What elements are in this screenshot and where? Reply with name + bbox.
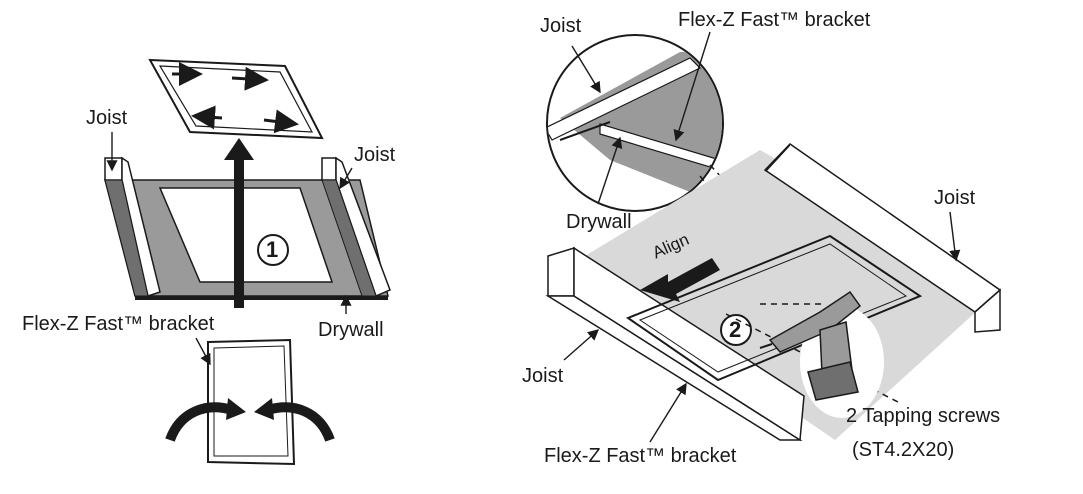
left-joist-right [321, 156, 391, 298]
right-bracket-label-bottom: Flex-Z Fast™ bracket [544, 445, 737, 467]
left-joist-label-right: Joist [354, 144, 396, 166]
right-leader-lines [563, 31, 961, 443]
right-joist-bottom [545, 246, 805, 442]
left-bracket-label: Flex-Z Fast™ bracket [22, 313, 215, 335]
left-step-number: 1 [266, 237, 279, 262]
left-drywall-label: Drywall [318, 319, 384, 341]
left-joist-label-left: Joist [86, 107, 128, 129]
right-joist-label-bottom: Joist [522, 365, 564, 387]
left-lift-arrow [224, 138, 254, 308]
left-drywall-panel [104, 179, 389, 300]
screws-label: 2 Tapping screws [846, 405, 1001, 427]
right-step-circle [720, 314, 752, 346]
left-bracket-folded [165, 338, 335, 466]
left-bracket-top [148, 58, 324, 140]
screws-spec-label: (ST4.2X20) [852, 439, 955, 461]
drill-icon [759, 290, 884, 418]
right-bracket-label-top: Flex-Z Fast™ bracket [678, 9, 871, 31]
right-joist-label-mid: Joist [934, 187, 976, 209]
right-step-number: 2 [729, 317, 742, 342]
right-drywall-area [575, 150, 1000, 440]
left-step-circle [257, 234, 289, 266]
right-joist-label-top: Joist [540, 15, 582, 37]
left-joist-left [104, 156, 161, 297]
right-drywall-label: Drywall [566, 211, 632, 233]
right-joist-top [763, 143, 1002, 333]
left-leader-lines [106, 132, 353, 366]
right-bracket-installed [625, 234, 923, 382]
align-arrow [640, 258, 720, 302]
